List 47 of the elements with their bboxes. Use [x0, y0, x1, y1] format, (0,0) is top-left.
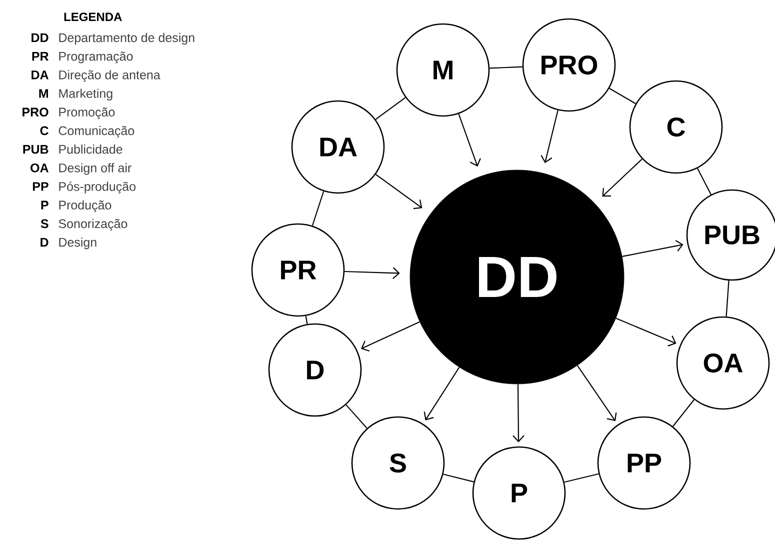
legend-abbreviation: PRO [22, 108, 48, 117]
connector-line [609, 88, 636, 104]
legend-description: Sonorização [58, 218, 128, 231]
connector-line [490, 66, 522, 69]
arrow [375, 174, 422, 210]
legend-abbreviation: D [40, 238, 48, 247]
legend-abbreviation: DA [32, 70, 48, 80]
arrow [424, 367, 460, 420]
arrow [540, 110, 558, 164]
connector-line [375, 97, 406, 120]
legend-description: Produção [59, 200, 112, 212]
legend-abbreviation: C [40, 126, 48, 136]
connector-line [697, 168, 712, 195]
legend-description: Programação [59, 52, 133, 64]
connector-line [346, 404, 368, 429]
legend-abbreviation: OA [30, 163, 48, 172]
legend-abbreviation: S [40, 219, 48, 228]
connector-line [564, 473, 599, 483]
legend-description: Departamento de design [59, 32, 194, 45]
legend-abbreviation: PR [32, 52, 49, 61]
legend-abbreviation: DD [32, 33, 48, 42]
connector-line [726, 280, 730, 317]
legend-description: Design off air [59, 163, 132, 175]
legend-description: Comunicação [58, 126, 134, 138]
arrow [458, 114, 481, 167]
legend-description: Publicidade [59, 144, 122, 154]
legend-description: Pós-produção [59, 182, 136, 194]
connector-line [443, 474, 474, 482]
arrow [512, 384, 524, 442]
arrow [361, 321, 420, 352]
legend-description: Marketing [59, 88, 112, 100]
legend-heading: LEGENDA [64, 12, 122, 22]
legend-description: Promoção [59, 107, 115, 120]
legend-abbreviation: M [39, 89, 48, 98]
legend-description: Direção de antena [59, 70, 160, 82]
arrow [602, 158, 642, 197]
arrow [344, 267, 400, 279]
legend-abbreviation: PP [32, 182, 48, 191]
arrow [577, 365, 617, 422]
legend-abbreviation: PUB [23, 145, 48, 154]
connector-line [305, 316, 308, 324]
connector-line [672, 399, 695, 427]
connector-line [312, 191, 324, 226]
arrow [616, 318, 676, 346]
arrow [622, 240, 684, 257]
legend-description: Design [59, 238, 96, 250]
legend-abbreviation: P [41, 200, 48, 210]
